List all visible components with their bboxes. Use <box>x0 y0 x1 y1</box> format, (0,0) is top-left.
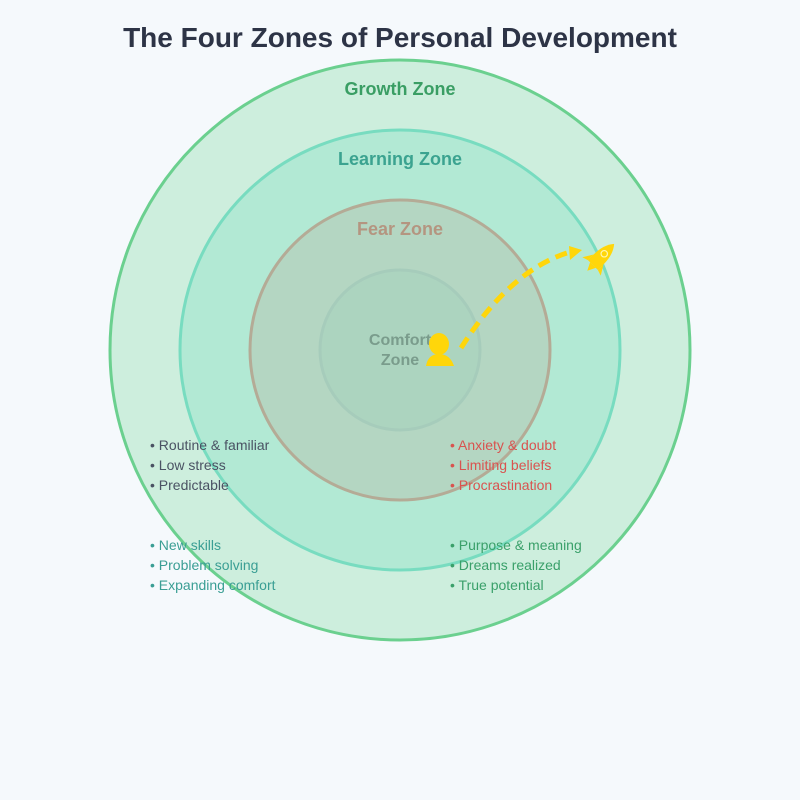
list-item: • Procrastination <box>450 477 552 493</box>
fear-zone-list: • Anxiety & doubt • Limiting beliefs • P… <box>450 437 556 493</box>
list-item: • Limiting beliefs <box>450 457 551 473</box>
growth-zone-list: • Purpose & meaning • Dreams realized • … <box>450 537 582 593</box>
learning-zone-list: • New skills • Problem solving • Expandi… <box>150 537 276 593</box>
comfort-zone-list: • Routine & familiar • Low stress • Pred… <box>150 437 270 493</box>
list-item: • True potential <box>450 577 544 593</box>
list-item: • Expanding comfort <box>150 577 276 593</box>
list-item: • Purpose & meaning <box>450 537 582 553</box>
comfort-zone-label-line2: Zone <box>381 352 419 369</box>
growth-zone-label: Growth Zone <box>345 79 456 99</box>
comfort-zone-label-line1: Comfort <box>369 332 432 349</box>
list-item: • Dreams realized <box>450 557 561 573</box>
learning-zone-label: Learning Zone <box>338 149 462 169</box>
list-item: • Predictable <box>150 477 229 493</box>
list-item: • New skills <box>150 537 221 553</box>
list-item: • Routine & familiar <box>150 437 270 453</box>
fear-zone-label: Fear Zone <box>357 219 443 239</box>
list-item: • Low stress <box>150 457 226 473</box>
person-icon <box>426 333 454 366</box>
list-item: • Anxiety & doubt <box>450 437 556 453</box>
comfort-zone-circle <box>318 268 482 432</box>
dashed-arrow <box>458 246 582 350</box>
diagram-title: The Four Zones of Personal Development <box>123 22 677 53</box>
list-item: • Problem solving <box>150 557 258 573</box>
